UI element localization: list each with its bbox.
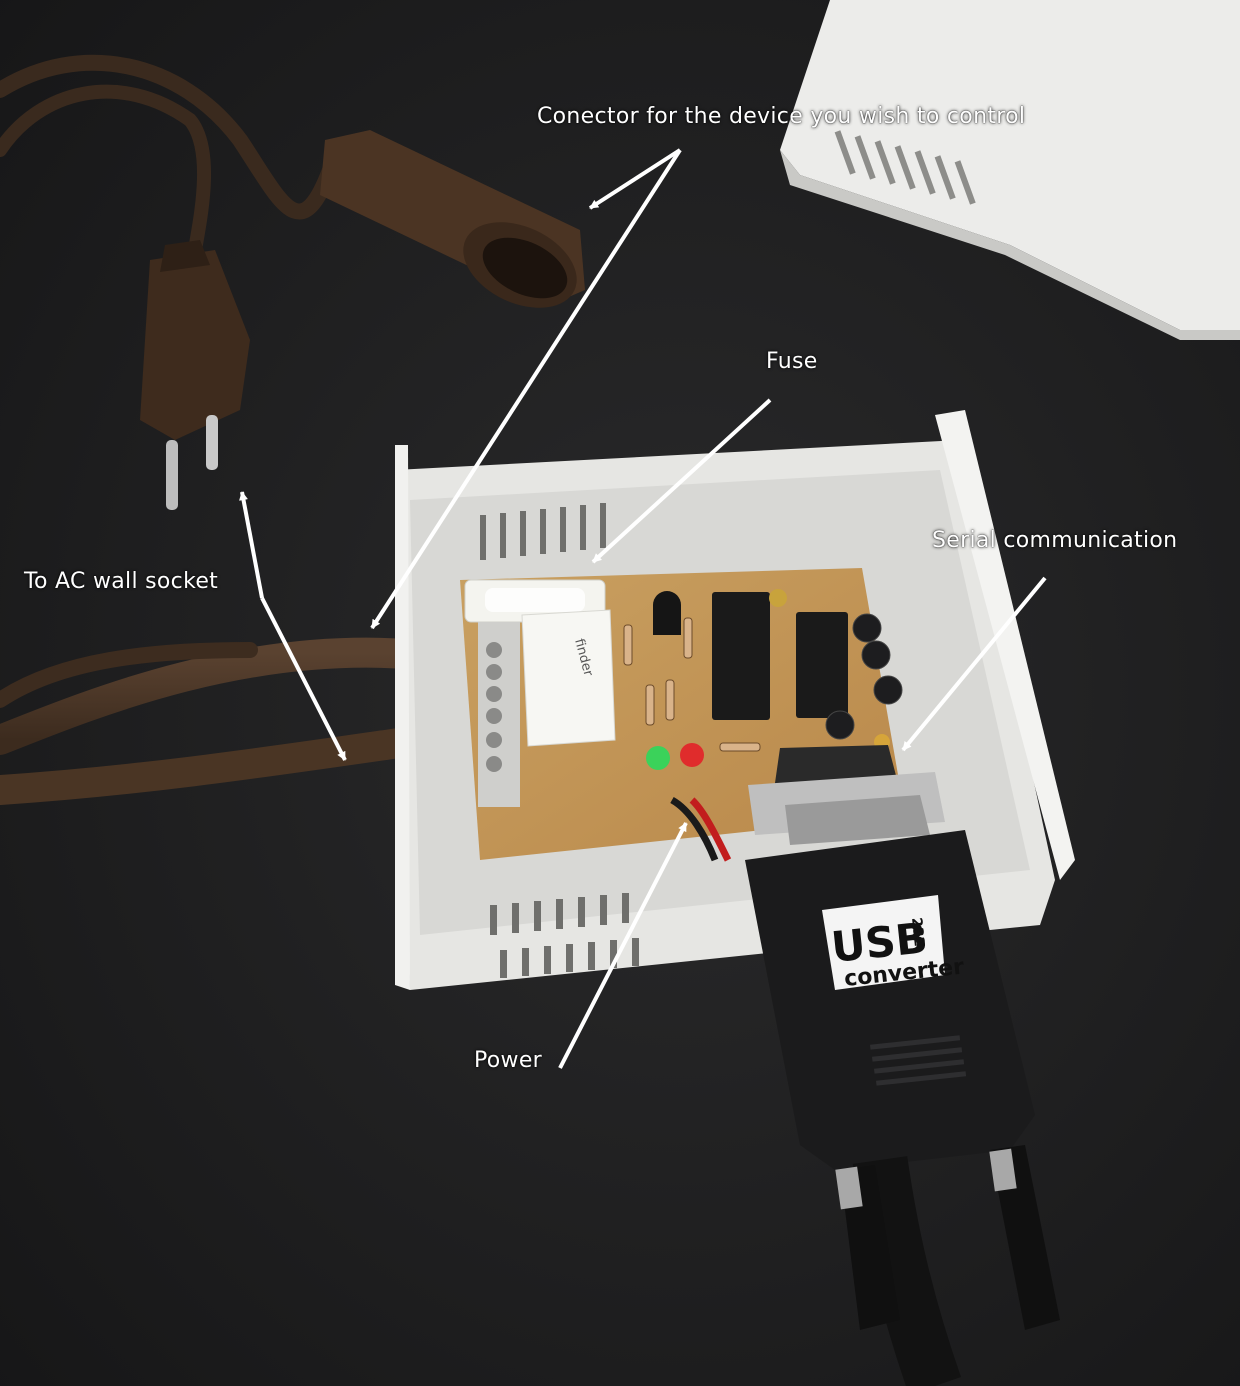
green-led [646,746,670,770]
power-cables [0,54,435,805]
label-fuse: Fuse [766,349,818,374]
adapter-brand-usb: USB [829,913,930,972]
usb-converter: USB 232 converter [745,830,1060,1386]
transistor [653,591,681,635]
arrow-power [558,822,688,1069]
integrated-circuits [712,592,848,720]
arrow-connector-to-plug [588,148,682,210]
power-wires [670,796,719,862]
red-led [680,743,704,767]
terminal-block [478,622,520,807]
capacitors [769,589,903,750]
label-serial-communication: Serial communication [932,528,1178,553]
base-vents [480,503,639,978]
arrow-fuse [591,398,772,564]
arrow-connector-to-cable [370,148,682,630]
arrow-ac-down [260,597,347,761]
annotation-arrows [239,148,1047,1069]
resistors [623,617,761,752]
relay: finder [521,609,616,747]
label-ac-wall-socket: To AC wall socket [24,569,219,594]
adapter-brand-232: 232 [908,917,927,948]
db9-connector [748,745,945,845]
label-power: Power [474,1048,543,1073]
fuse-holder [464,579,606,623]
wall-plug [140,240,250,510]
enclosure-lid [780,0,1240,340]
lid-vents [834,130,976,205]
arrow-serial [901,576,1047,752]
female-connector [320,130,585,308]
arrow-ac-up [239,491,264,599]
status-leds [646,743,704,770]
adapter-grip [870,1035,967,1086]
label-connector: Conector for the device you wish to cont… [537,104,1026,129]
